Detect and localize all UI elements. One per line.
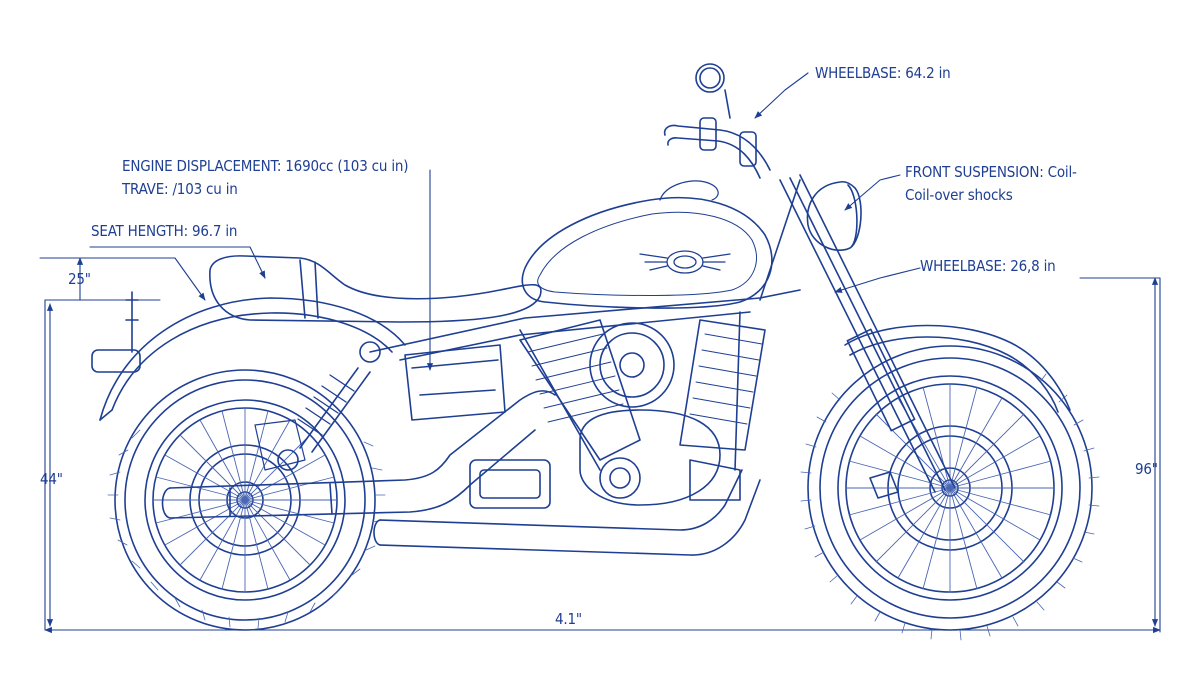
front-wheel: [800, 345, 1100, 641]
engine-travel-callout: TRAVE: /103 cu in: [122, 180, 238, 198]
handlebar: [663, 63, 771, 179]
engine-displacement-callout: ENGINE DISPLACEMENT: 1690cc (103 cu in): [122, 157, 409, 175]
wheelbase-callout-mid: WHEELBASE: 26,8 in: [920, 257, 1056, 275]
rear-fender: [91, 291, 406, 421]
fuel-tank: [521, 180, 773, 309]
small-height-dimension: 25": [68, 270, 91, 288]
rear-height-dimension: 44": [40, 470, 63, 488]
v-twin-engine: [469, 319, 766, 509]
leader-lines: [89, 72, 921, 371]
front-height-dimension: 96": [1135, 460, 1158, 478]
seat-height-callout: SEAT HENGTH: 96.7 in: [91, 222, 238, 240]
front-fender: [844, 324, 1071, 413]
rear-shock: [277, 341, 381, 471]
rear-brake: [254, 419, 306, 471]
wheelbase-callout-top: WHEELBASE: 64.2 in: [815, 64, 951, 82]
dimension-lines: [39, 257, 1161, 634]
seat: [209, 255, 542, 323]
headlight: [806, 180, 862, 251]
front-suspension-callout: FRONT SUSPENSION: Coil-: [905, 163, 1077, 181]
length-dimension: 4.1": [555, 610, 582, 628]
wing-tank-emblem-icon: [639, 250, 731, 274]
front-suspension-detail: Coil-over shocks: [905, 186, 1013, 204]
exhaust: [161, 390, 761, 556]
